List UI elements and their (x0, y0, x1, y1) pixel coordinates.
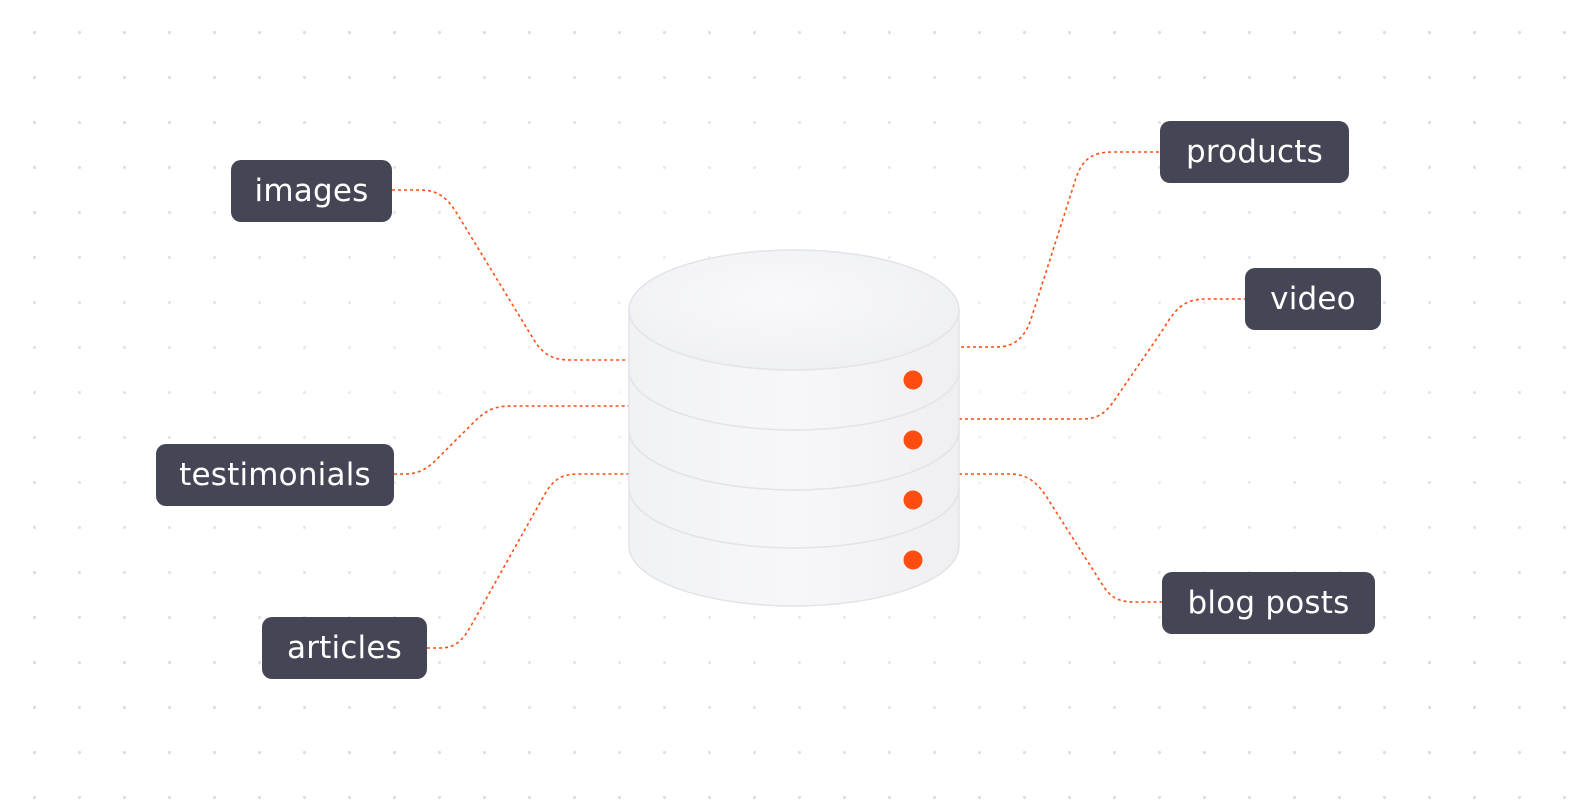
tag-testimonials[interactable]: testimonials (156, 444, 394, 506)
tag-blog-posts[interactable]: blog posts (1162, 572, 1375, 634)
tag-label-video: video (1270, 281, 1356, 317)
tag-articles[interactable]: articles (262, 617, 427, 679)
tag-products[interactable]: products (1160, 121, 1349, 183)
tag-video[interactable]: video (1245, 268, 1381, 330)
connector-video (959, 298, 1245, 420)
indicator-dot (903, 370, 923, 390)
tag-images[interactable]: images (231, 160, 392, 222)
connector-testimonials (394, 405, 630, 475)
connector-images (392, 189, 630, 361)
database-indicators (903, 370, 923, 570)
tag-label-articles: articles (287, 630, 402, 666)
indicator-dot (903, 550, 923, 570)
tag-label-images: images (254, 173, 369, 209)
tag-label-testimonials: testimonials (179, 457, 371, 493)
tag-label-products: products (1186, 134, 1323, 170)
tag-label-blog-posts: blog posts (1187, 585, 1350, 621)
connector-products (961, 151, 1160, 348)
database-icon (628, 249, 960, 607)
connector-blog-posts (959, 473, 1162, 603)
indicator-dot (903, 490, 923, 510)
connector-articles (427, 473, 630, 649)
indicator-dot (903, 430, 923, 450)
